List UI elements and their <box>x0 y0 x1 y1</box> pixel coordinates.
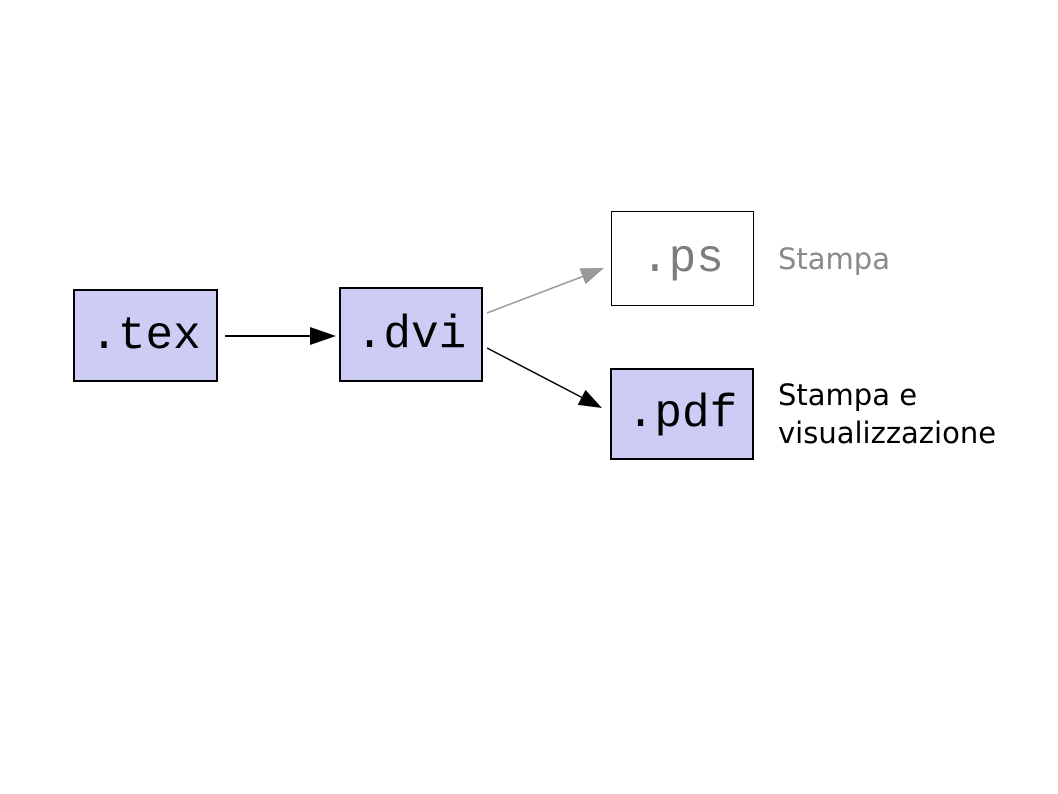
node-pdf: .pdf <box>610 368 754 460</box>
node-dvi-label: .dvi <box>355 308 467 361</box>
node-tex: .tex <box>73 289 218 382</box>
annotation-stampa: Stampa <box>778 241 890 276</box>
arrow-dvi-to-ps-head <box>579 268 604 285</box>
node-pdf-label: .pdf <box>626 388 738 440</box>
arrow-dvi-to-ps <box>486 268 604 314</box>
arrow-dvi-to-pdf <box>486 347 602 408</box>
node-dvi: .dvi <box>339 287 483 382</box>
node-tex-label: .tex <box>90 309 201 362</box>
arrow-tex-to-dvi-head <box>310 327 336 345</box>
arrow-dvi-to-pdf-head <box>577 389 602 408</box>
arrow-dvi-to-ps-line <box>486 275 585 314</box>
arrow-tex-to-dvi <box>225 327 336 345</box>
arrow-dvi-to-pdf-line <box>486 347 583 399</box>
annotation-stampa-visualizzazione: Stampa e visualizzazione <box>778 378 997 450</box>
node-ps: .ps <box>611 211 754 306</box>
node-ps-label: .ps <box>641 232 724 285</box>
